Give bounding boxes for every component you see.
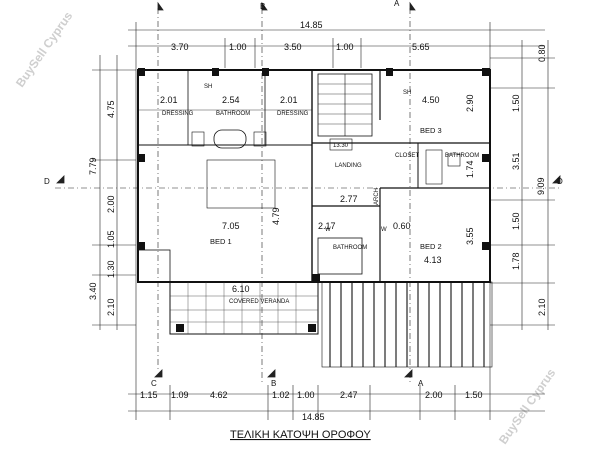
svg-text:1.74: 1.74 xyxy=(465,160,475,178)
dim-bottom-4: 1.02 xyxy=(272,390,290,400)
dim-bed3-depth: 2.90 xyxy=(465,94,475,112)
section-markers xyxy=(56,1,561,378)
room-bathroom-small: BATHROOM xyxy=(333,245,367,251)
svg-text:4.79: 4.79 xyxy=(271,207,281,225)
svg-text:2.10: 2.10 xyxy=(537,298,547,316)
dim-veranda: 6.10 xyxy=(232,284,250,294)
dim-bottom-7: 2.00 xyxy=(425,390,443,400)
dim-top-2: 1.00 xyxy=(229,42,247,52)
room-sh-right: SH xyxy=(403,90,411,96)
dim-bottom-2: 1.09 xyxy=(171,390,189,400)
dim-corridor: 2.77 xyxy=(340,194,358,204)
dim-left-lower-1: 3.40 xyxy=(88,282,98,300)
dim-bed2-depth: 3.55 xyxy=(465,227,475,245)
svg-text:2.00: 2.00 xyxy=(106,195,116,213)
dim-top-1: 3.70 xyxy=(171,42,189,52)
dim-left-2: 2.00 xyxy=(106,195,116,213)
dim-right-3: 3.51 xyxy=(511,152,521,170)
svg-text:2.90: 2.90 xyxy=(465,94,475,112)
dim-bottom-6: 2.47 xyxy=(340,390,358,400)
section-marker-a-bottom: A xyxy=(418,379,424,388)
svg-text:ARCH: ARCH xyxy=(374,188,380,205)
dim-left-4: 1.30 xyxy=(106,260,116,278)
room-dressing-left: DRESSING xyxy=(162,111,194,117)
section-marker-d-right: D xyxy=(557,177,563,186)
svg-text:9.09: 9.09 xyxy=(536,177,546,195)
dim-bottom-3: 4.62 xyxy=(210,390,228,400)
svg-text:2.10: 2.10 xyxy=(106,298,116,316)
dim-bed1-depth: 4.79 xyxy=(271,207,281,225)
room-bed1: BED 1 xyxy=(210,237,232,246)
room-bathroom-master: BATHROOM xyxy=(216,111,250,117)
dim-right-4: 1.50 xyxy=(511,212,521,230)
dim-left-3: 1.05 xyxy=(106,230,116,248)
svg-text:1.05: 1.05 xyxy=(106,230,116,248)
dim-left-lower-2: 2.10 xyxy=(106,298,116,316)
dim-bed1-width: 7.05 xyxy=(222,221,240,231)
veranda-tiles xyxy=(170,282,318,334)
svg-text:1.30: 1.30 xyxy=(106,260,116,278)
landing-level-box xyxy=(329,138,353,151)
room-bed2: BED 2 xyxy=(420,242,442,251)
dim-dressing-right: 2.01 xyxy=(280,95,298,105)
dim-bottom-8: 1.50 xyxy=(465,390,483,400)
room-dressing-right: DRESSING xyxy=(277,111,309,117)
room-closet: CLOSET xyxy=(395,153,419,159)
dim-bottom-1: 1.15 xyxy=(140,390,158,400)
section-marker-b-bottom: B xyxy=(271,379,276,388)
dim-dressing-left: 2.01 xyxy=(160,95,178,105)
room-arch: ARCH xyxy=(374,188,380,205)
svg-text:3.40: 3.40 xyxy=(88,282,98,300)
dimension-lines xyxy=(55,8,560,420)
svg-text:7.79: 7.79 xyxy=(88,157,98,175)
dim-right-total: 9.09 xyxy=(536,177,546,195)
dim-bathroom-small: 2.17 xyxy=(318,221,336,231)
section-marker-b-top: B xyxy=(260,2,265,11)
svg-text:1.50: 1.50 xyxy=(511,212,521,230)
svg-text:4.75: 4.75 xyxy=(106,100,116,118)
dim-bed2-width: 4.13 xyxy=(424,255,442,265)
svg-text:3.51: 3.51 xyxy=(511,152,521,170)
pergola-slats xyxy=(321,281,493,368)
svg-text:3.55: 3.55 xyxy=(465,227,475,245)
dim-bath-right-depth: 1.74 xyxy=(465,160,475,178)
room-bathroom-right: BATHROOM xyxy=(445,153,479,159)
dim-left-1: 4.75 xyxy=(106,100,116,118)
section-marker-c-bottom: C xyxy=(151,379,157,388)
dim-passage: 0.60 xyxy=(393,221,411,231)
svg-text:1.50: 1.50 xyxy=(511,94,521,112)
dim-right-6: 2.10 xyxy=(537,298,547,316)
dim-right-2: 1.50 xyxy=(511,94,521,112)
dim-top-total: 14.85 xyxy=(300,20,323,30)
dim-bed3-width: 4.50 xyxy=(422,95,440,105)
dim-top-5: 5.65 xyxy=(412,42,430,52)
room-landing: LANDING xyxy=(335,163,362,169)
dim-bottom-total: 14.85 xyxy=(302,412,325,422)
room-covered-veranda: COVERED VERANDA xyxy=(229,299,289,305)
plan-title: ΤΕΛΙΚΗ ΚΑΤΟΨΗ ΟΡΟΦΟΥ xyxy=(230,429,371,441)
room-bed3: BED 3 xyxy=(420,126,442,135)
columns xyxy=(138,68,490,332)
svg-text:1.78: 1.78 xyxy=(511,252,521,270)
dim-top-4: 1.00 xyxy=(336,42,354,52)
dim-bottom-5: 1.00 xyxy=(297,390,315,400)
dim-left-total: 7.79 xyxy=(88,157,98,175)
dim-bathroom-master: 2.54 xyxy=(222,95,240,105)
dim-right-1: 0.80 xyxy=(537,44,547,62)
section-marker-a-top: A xyxy=(394,0,400,8)
svg-text:0.80: 0.80 xyxy=(537,44,547,62)
dim-top-3: 3.50 xyxy=(284,42,302,52)
room-w-left: W xyxy=(325,227,331,233)
dim-right-5: 1.78 xyxy=(511,252,521,270)
room-w-right: W xyxy=(381,227,387,233)
landing-level: 13.30 xyxy=(333,143,349,149)
room-sh-left: SH xyxy=(204,84,212,90)
section-marker-d-left: D xyxy=(44,177,50,186)
